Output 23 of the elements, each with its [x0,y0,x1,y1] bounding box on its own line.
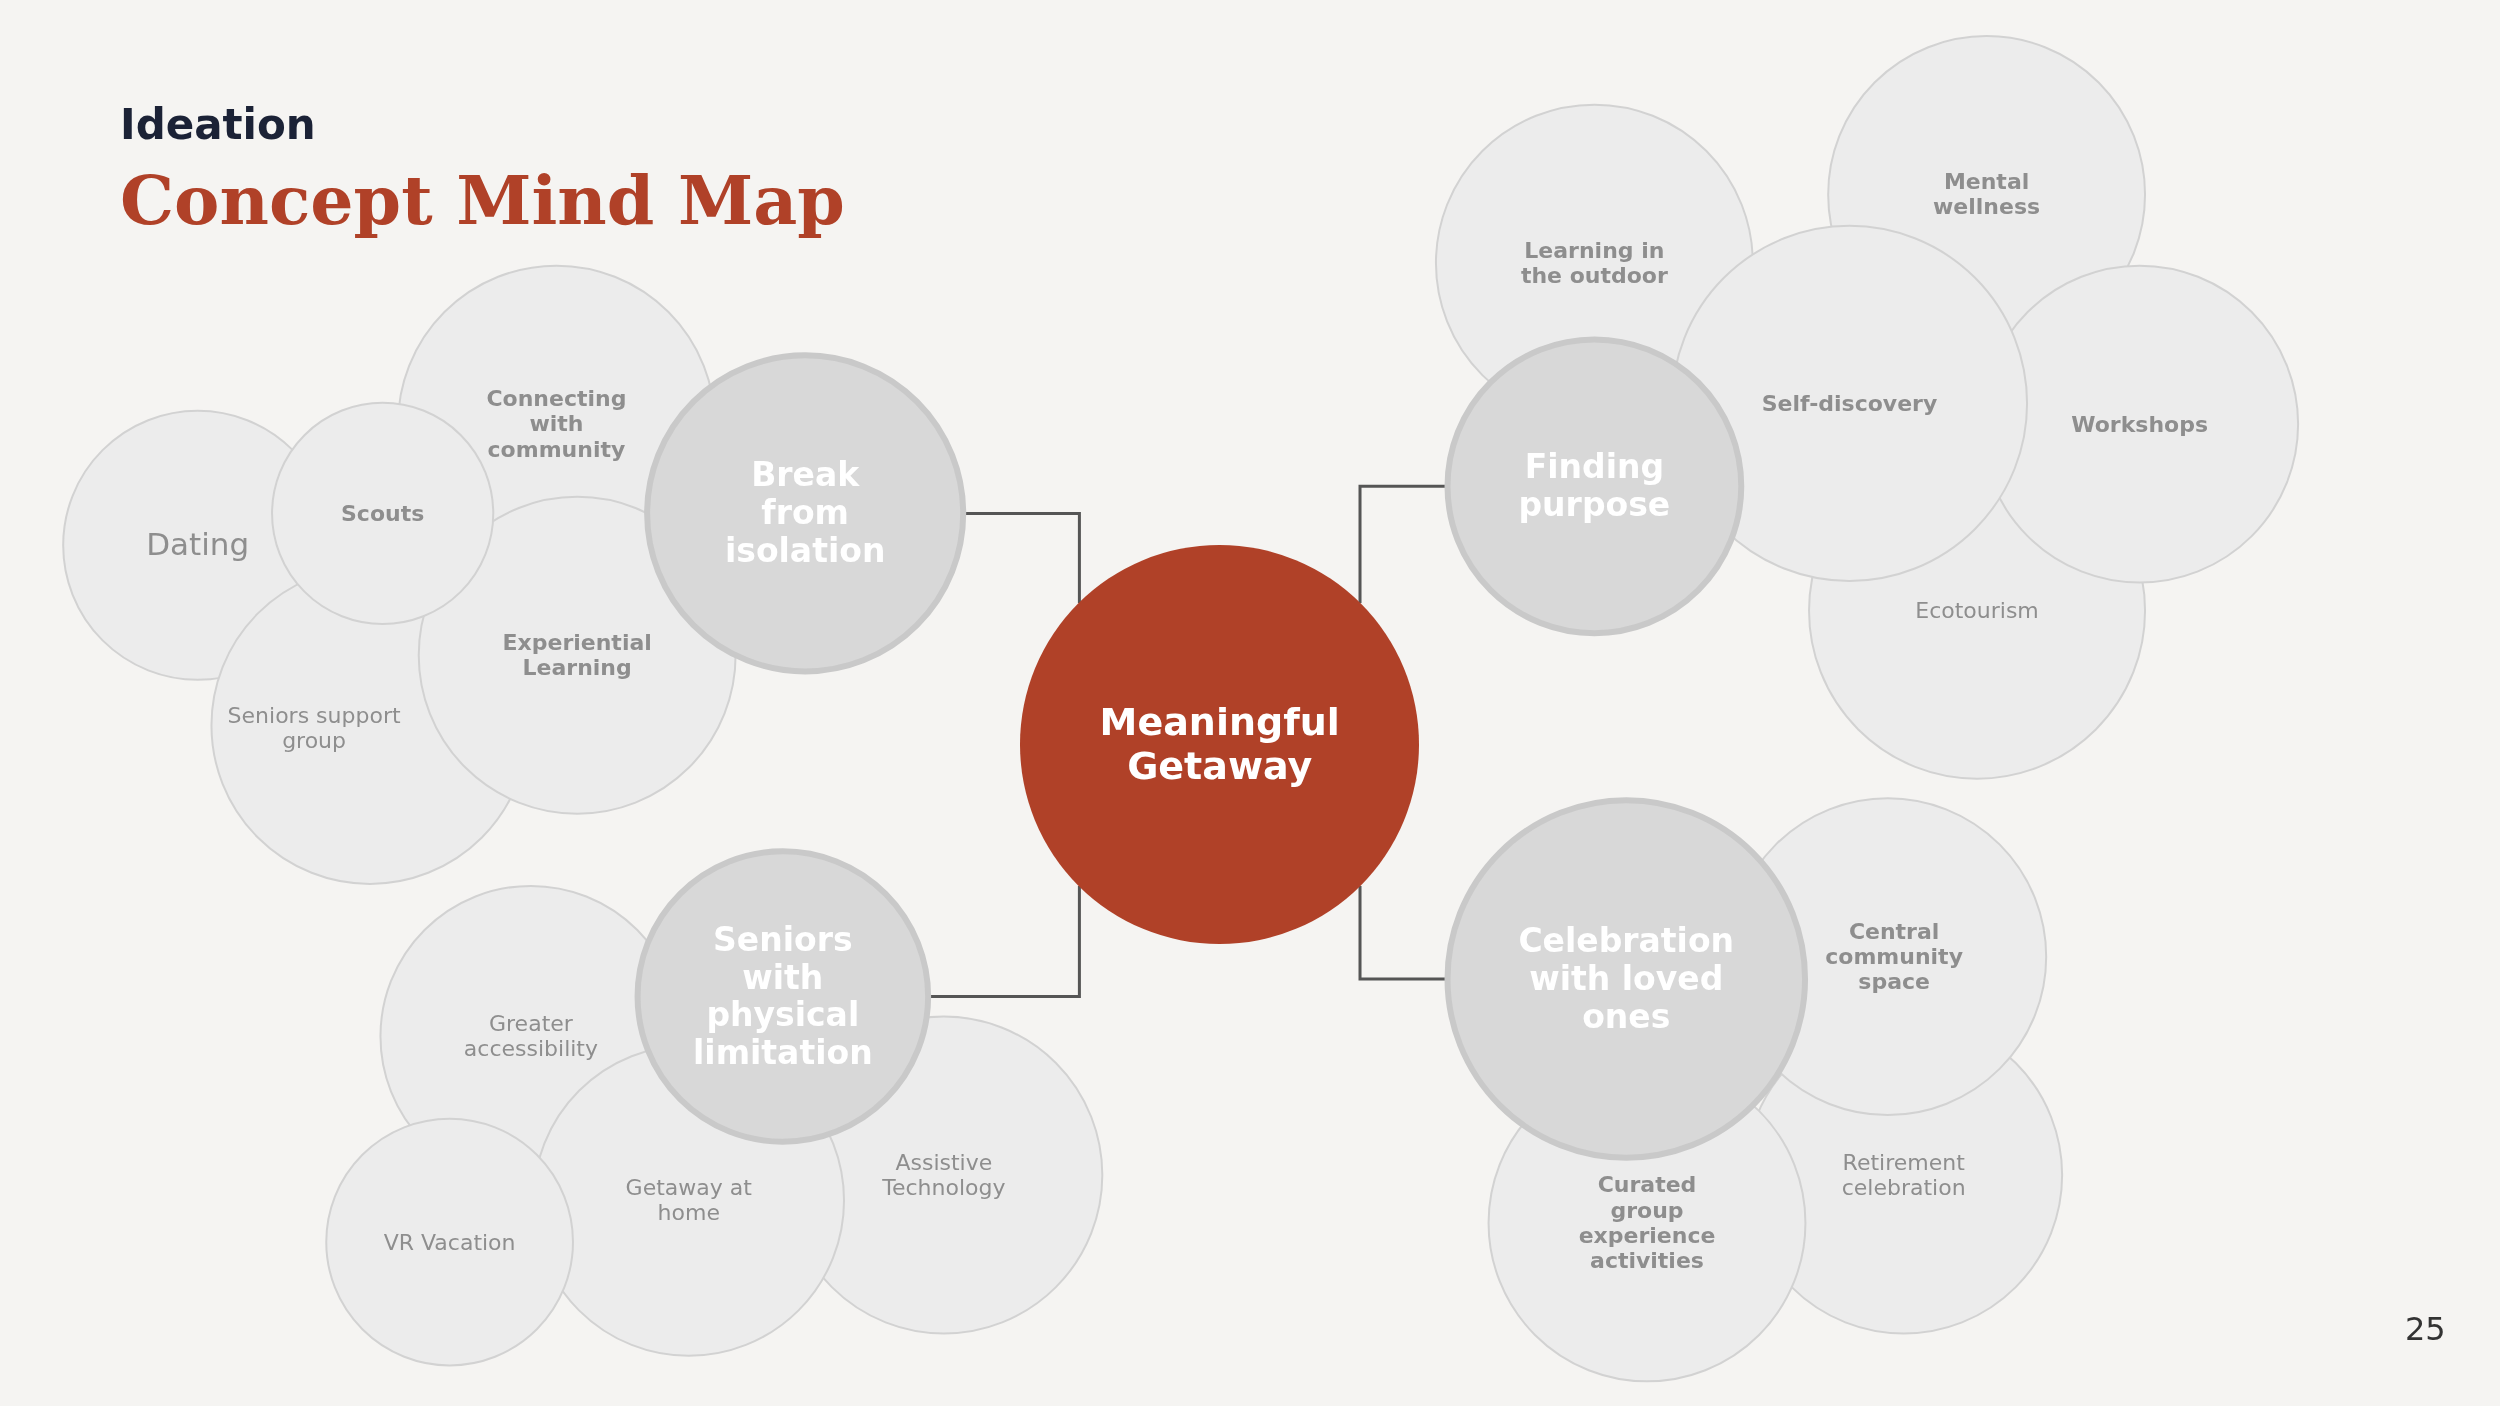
idea-label: Curated group experience activities [1559,1172,1735,1274]
idea-label: Dating [118,527,278,563]
idea-label: Mental wellness [1906,169,2067,220]
idea-label: Seniors support group [226,703,402,754]
idea-label: Scouts [318,500,447,527]
idea-label: Central community space [1814,918,1974,995]
section-label: Ideation [120,100,316,149]
idea-label: Learning in the outdoor [1506,237,1683,289]
idea-label: Connecting with community [468,386,645,462]
central-concept-label: Meaningful Getaway [1098,700,1341,789]
idea-label: VR Vacation [377,1229,522,1255]
idea-label: Retirement celebration [1808,1149,2000,1201]
connector-line [928,886,1081,998]
page-number: 25 [2405,1310,2446,1348]
idea-label: Ecotourism [1881,598,2073,624]
connector-line [1358,484,1448,604]
idea-label: Workshops [2051,411,2228,437]
slide-title: Concept Mind Map [120,160,845,240]
idea-label: Self-discovery [1745,390,1954,417]
idea-label: Getaway at home [601,1175,777,1226]
idea-label: Assistive Technology [840,1149,1048,1201]
idea-label: Greater accessibility [443,1010,619,1062]
idea-label: Experiential Learning [481,629,673,681]
